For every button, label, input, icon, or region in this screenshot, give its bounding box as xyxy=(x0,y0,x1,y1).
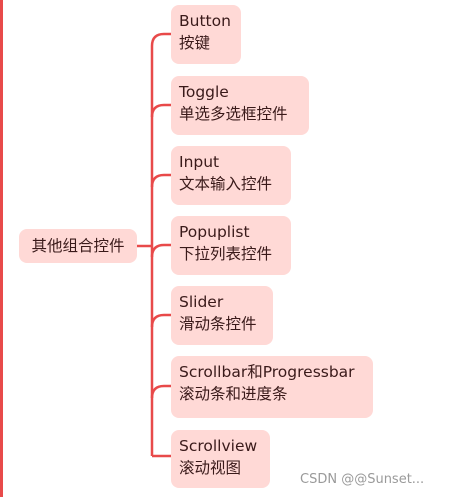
child-node-popuplist: Popuplist 下拉列表控件 xyxy=(171,216,291,275)
node-subtitle: 按键 xyxy=(179,34,211,52)
child-node-scrollview: Scrollview 滚动视图 xyxy=(171,430,270,488)
node-title: Popuplist xyxy=(179,223,250,241)
node-title: Scrollbar和Progressbar xyxy=(179,363,355,381)
connector-branch-4 xyxy=(150,313,171,328)
node-subtitle: 滚动条和进度条 xyxy=(179,385,288,403)
child-node-slider: Slider 滑动条控件 xyxy=(171,286,273,345)
child-node-scrollbar-progressbar: Scrollbar和Progressbar 滚动条和进度条 xyxy=(171,356,373,418)
child-node-toggle: Toggle 单选多选框控件 xyxy=(171,76,309,135)
node-subtitle: 单选多选框控件 xyxy=(179,105,288,123)
node-subtitle: 文本输入控件 xyxy=(179,175,273,193)
root-node: 其他组合控件 xyxy=(19,229,137,263)
watermark: CSDN @@Sunset... xyxy=(300,472,425,487)
connector-branch-3 xyxy=(150,243,171,258)
child-node-input: Input 文本输入控件 xyxy=(171,146,291,205)
connector-branch-0 xyxy=(150,32,171,47)
node-title: Input xyxy=(179,153,220,171)
node-title: Button xyxy=(179,12,231,30)
connector-branch-5 xyxy=(150,384,171,399)
node-title: Scrollview xyxy=(179,437,258,455)
node-title: Toggle xyxy=(179,83,229,101)
node-title: Slider xyxy=(179,293,224,311)
node-subtitle: 滚动视图 xyxy=(179,459,242,477)
node-subtitle: 滑动条控件 xyxy=(179,315,257,333)
connector-branch-2 xyxy=(150,173,171,188)
left-edge-line xyxy=(0,0,3,497)
connector-branch-1 xyxy=(150,103,171,118)
node-subtitle: 下拉列表控件 xyxy=(179,245,273,263)
child-node-button: Button 按键 xyxy=(171,5,241,64)
